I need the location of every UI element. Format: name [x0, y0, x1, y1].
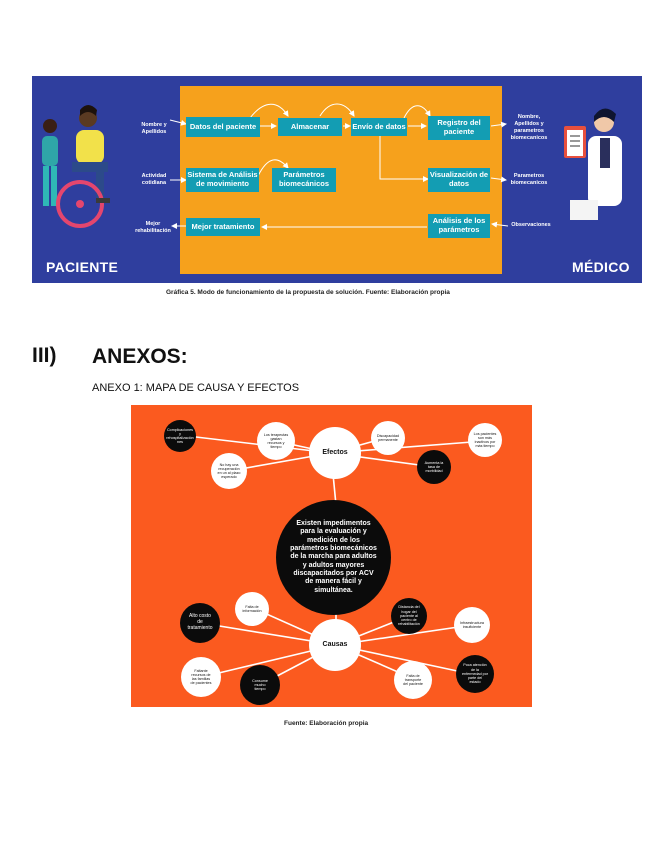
patient-illustration [42, 105, 110, 228]
arrow-in-nombre [169, 119, 187, 126]
arrow-out-visualizacion [490, 176, 507, 183]
annex-caption: Fuente: Elaboración propia [284, 720, 369, 727]
effect-discapacidad: Discapacidad permanente [371, 421, 405, 455]
effect-terapeutas: Los terapeutas gastan recursos y tiempo [257, 422, 295, 460]
arrow-curve-envio-registro [403, 105, 431, 119]
effect-pacientes-inactivos: Los pacientes son más inactivos por más … [468, 423, 502, 457]
cause-falta-transporte: Falta de transporte del paciente [394, 661, 432, 699]
doctor-label: MÉDICO [572, 259, 630, 275]
cause-poca-atencion: Poca atención de la enfermedad por parte… [456, 655, 494, 693]
label-nombre-parametros: Nombre, Apellidos y parametros biomecani… [510, 114, 548, 141]
effect-no-hay-recuperacion: No hay una recuperación en un al plazo e… [211, 453, 247, 489]
arrow-envio-visualizacion [379, 134, 429, 182]
arrow-curve-datos-almacenar [249, 103, 289, 119]
box-analisis-parametros: Análisis de los parámetros [428, 214, 490, 238]
section-number: III) [32, 344, 57, 367]
cause-infraestructura: Infraestructura insuficiente [454, 607, 490, 643]
figure5-caption: Gráfica 5. Modo de funcionamiento de la … [166, 289, 450, 296]
box-visualizacion-datos: Visualización de datos [428, 168, 490, 192]
flow-arrows [169, 103, 509, 230]
effect-complicaciones: Complicaciones y rehospitalización nes [164, 420, 196, 452]
label-actividad-cotidiana: Actividad cotidiana [141, 173, 167, 186]
box-parametros-biomecanicos: Parámetros biomecánicos [272, 168, 336, 192]
box-mejor-tratamiento: Mejor tratamiento [186, 218, 260, 236]
effects-hub: Efectos [309, 427, 361, 479]
cause-alto-costo: Alto costo de tratamiento [180, 603, 220, 643]
arrow-out-registro [490, 121, 507, 128]
section-title: ANEXOS: [92, 345, 188, 368]
arrow-curve-almacenar-envio [319, 103, 355, 117]
cause-faltante-recursos: Faltante recursos de las familias de pac… [181, 657, 221, 697]
cause-consume-tiempo: Consume mucho tiempo [240, 665, 280, 705]
solution-flow-diagram: Datos del paciente Almacenar Envío de da… [32, 76, 642, 283]
box-almacenar: Almacenar [278, 118, 342, 136]
patient-label: PACIENTE [46, 259, 119, 275]
cause-distancia: Distancia del hogar del paciente al cent… [391, 598, 427, 634]
box-datos-paciente: Datos del paciente [186, 117, 260, 137]
annex-subtitle: ANEXO 1: MAPA DE CAUSA Y EFECTOS [92, 382, 300, 394]
label-nombre-apellidos: Nombre y Apellidos [141, 122, 167, 135]
arrow-curve-sistema-parametros [257, 159, 289, 177]
arrow-in-observaciones [491, 221, 509, 228]
label-mejor-rehabilitacion: Mejor rehabilitación [135, 221, 171, 234]
cause-falta-informacion: Falta de información [235, 592, 269, 626]
box-envio-datos: Envío de datos [351, 118, 407, 136]
label-observaciones: Observaciones [511, 222, 551, 228]
central-problem: Existen impedimentos para la evaluación … [276, 500, 391, 615]
doctor-illustration [564, 108, 622, 220]
causes-hub: Causas [309, 619, 361, 671]
box-registro-paciente: Registro del paciente [428, 116, 490, 140]
effect-aumento-morbilidad: Aumenta la tasa de morbilidad [417, 450, 451, 484]
box-sistema-analisis: Sistema de Análisis de movimiento [186, 168, 259, 192]
cause-effect-map: Existen impedimentos para la evaluación … [131, 405, 532, 707]
label-parametros-biomecanicos: Parametros biomecanicos [510, 173, 548, 186]
